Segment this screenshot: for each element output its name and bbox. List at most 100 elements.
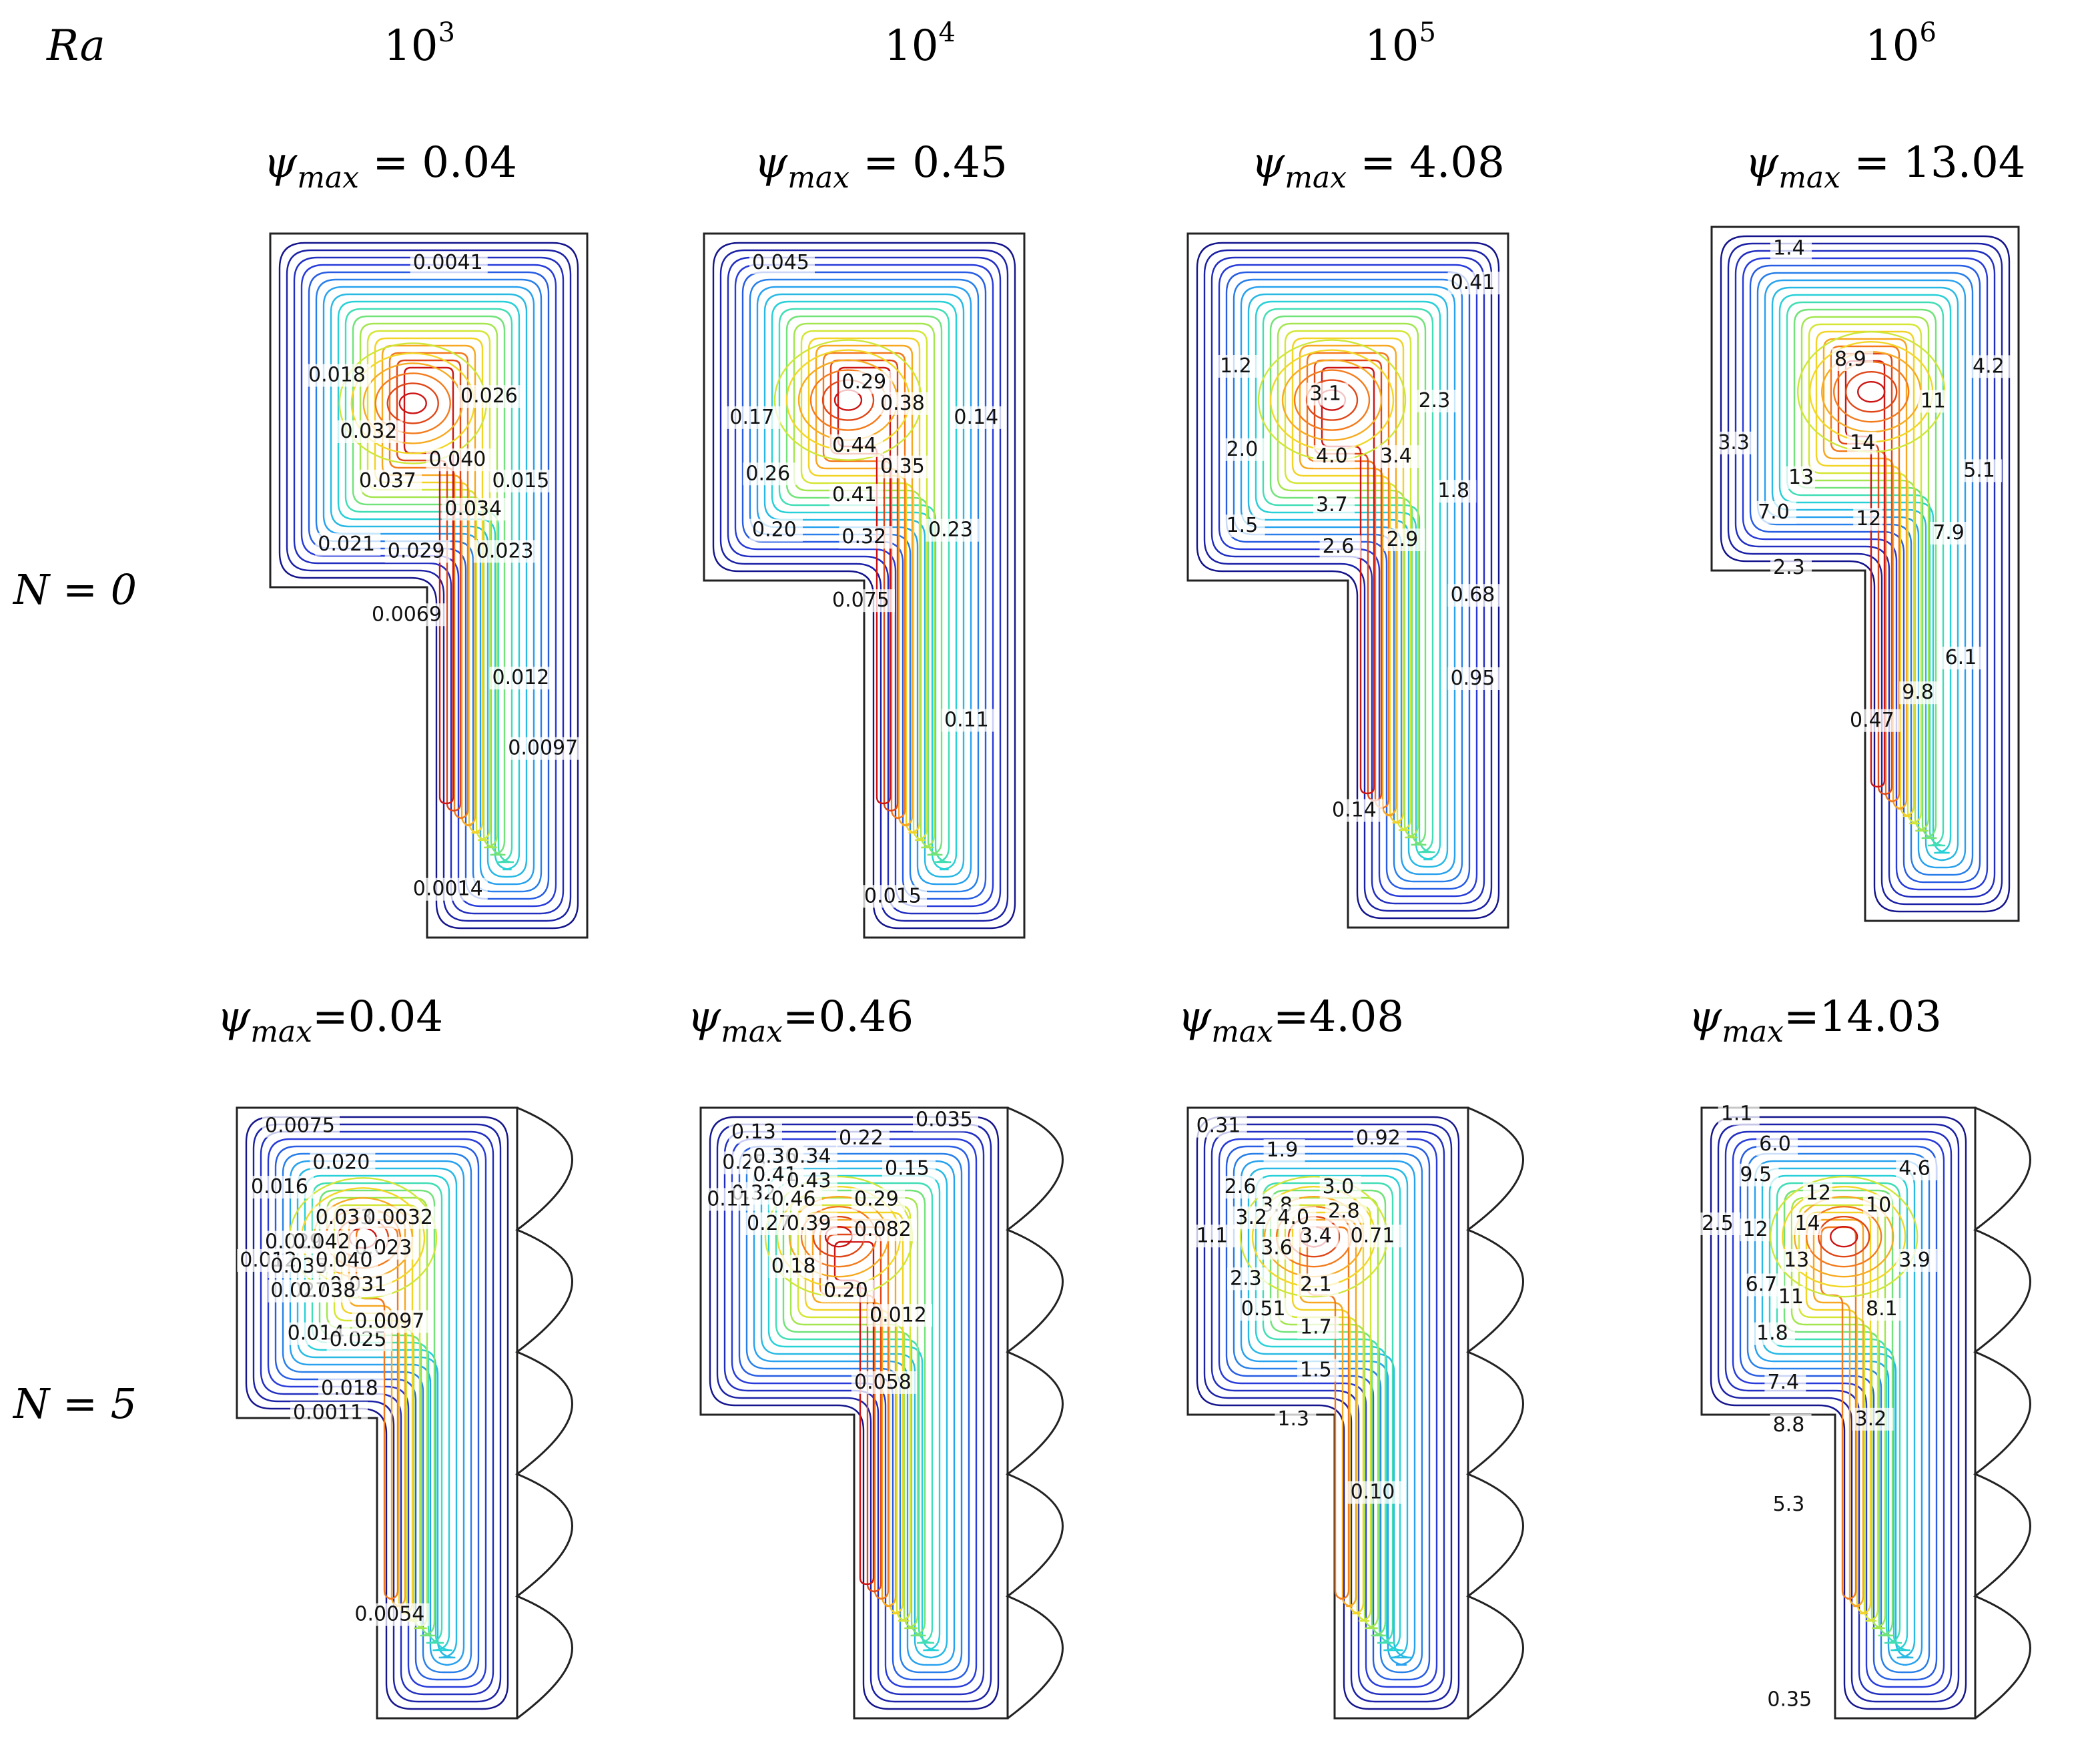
contour-label-bg: [310, 1151, 376, 1174]
streamline: [1210, 1130, 1445, 1696]
contour-label: 0.020: [312, 1151, 370, 1174]
vortex-core: [398, 392, 427, 414]
contour-label: 2.6: [1323, 535, 1355, 558]
contour-label-bg: [1737, 1163, 1779, 1186]
contour-label: 0.20: [752, 518, 797, 542]
contour-label-bg: [1899, 681, 1941, 705]
contour-label-bg: [1863, 1194, 1892, 1217]
contour-label-bg: [1238, 1298, 1292, 1321]
contour-label: 0.38: [880, 392, 925, 415]
streamline: [252, 1123, 502, 1703]
vortex-core: [1293, 369, 1371, 431]
contour-label-bg: [1435, 480, 1477, 503]
streamline: [1778, 294, 1952, 854]
contour-label-bg: [426, 448, 492, 472]
contour-label-bg: [1329, 799, 1383, 822]
contour-label-bg: [1770, 1413, 1812, 1437]
vortex-core: [1829, 1225, 1858, 1248]
streamline: [1734, 250, 1996, 898]
contour-label: 0.32: [841, 525, 886, 549]
contour-label-bg: [1263, 1139, 1305, 1162]
contour-label: 0.15: [885, 1157, 930, 1180]
contour-label-bg: [1770, 557, 1812, 579]
contour-label-bg: [1961, 459, 2003, 482]
cavity-outline: [1710, 226, 2020, 922]
panel-1-0: ψmax=0.040.00750.0200.0160.0330.00320.02…: [217, 992, 573, 1720]
streamline: [1269, 315, 1427, 846]
contour-label: 2.6: [1224, 1175, 1257, 1198]
contour-label-bg: [1847, 709, 1900, 732]
contour-label-bg: [851, 1218, 917, 1242]
contour-label-bg: [1319, 1176, 1361, 1199]
streamline: [1727, 242, 2003, 906]
streamline: [352, 315, 506, 856]
streamline: [775, 1182, 935, 1644]
contour-label-bg: [1792, 1212, 1822, 1235]
streamline: [709, 1116, 1000, 1710]
contour-label-bg: [878, 455, 931, 478]
vortex-core: [374, 372, 451, 434]
contour-label-bg: [1970, 355, 2011, 378]
contour-label: 3.9: [1898, 1249, 1931, 1272]
contour-label: 3.4: [1300, 1224, 1332, 1247]
streamline: [322, 286, 535, 886]
contour-label: 1.5: [1300, 1359, 1332, 1382]
wavy-wall: [1465, 1106, 1524, 1720]
streamline: [1820, 1226, 1857, 1600]
contour-label-bg: [1447, 584, 1501, 607]
contour-label: 2.3: [1230, 1267, 1262, 1290]
contour-label-bg: [861, 885, 927, 908]
contour-label-bg: [1313, 445, 1355, 468]
contour-label: 0.037: [359, 469, 416, 492]
contour-label: 1.2: [1220, 354, 1252, 378]
contour-label: 0.35: [880, 455, 925, 478]
contour-label-bg: [1307, 382, 1349, 406]
contour-label: 0.038: [298, 1279, 356, 1303]
streamline: [1233, 1152, 1423, 1674]
psi-max-label: ψmax=0.04: [217, 992, 443, 1049]
contour-label-bg: [1383, 529, 1425, 551]
contour-label: 0.0075: [265, 1114, 335, 1138]
contour-label-bg: [262, 1114, 340, 1138]
streamline: [738, 1145, 970, 1681]
contour-label-bg: [942, 709, 995, 732]
contour-label: 1.8: [1756, 1322, 1788, 1345]
ra-value-3: 103: [384, 17, 455, 71]
contour-label: 3.2: [1855, 1407, 1887, 1431]
contour-label-bg: [356, 469, 422, 492]
contour-label-bg: [442, 498, 508, 520]
contour-label-bg: [1942, 647, 1984, 670]
contour-label: 0.015: [864, 884, 922, 908]
contour-label-bg: [1754, 1322, 1795, 1345]
contour-label-bg: [306, 364, 371, 387]
streamline: [1822, 338, 1908, 810]
contour-label-bg: [1313, 494, 1355, 516]
contour-label-bg: [1223, 514, 1265, 538]
contour-label-bg: [1853, 508, 1883, 531]
contour-label: 1.4: [1773, 237, 1805, 260]
contour-label: 9.5: [1740, 1163, 1772, 1186]
contour-label: 12: [1743, 1218, 1768, 1241]
contour-label: 0.18: [771, 1255, 816, 1278]
streamline: [274, 1145, 480, 1681]
streamline: [716, 1123, 992, 1703]
contour-label: 2.3: [1773, 556, 1805, 579]
ra-header: Ra: [46, 21, 105, 71]
contour-label-bg: [1775, 1285, 1805, 1309]
streamline: [1724, 1130, 1953, 1696]
contour-label: 0.11: [707, 1187, 751, 1210]
contour-label-bg: [1770, 1493, 1812, 1516]
contour-label: 14: [1850, 431, 1875, 454]
contour-label: 0.14: [954, 406, 998, 429]
contour-label: 0.082: [854, 1218, 912, 1241]
contour-label-bg: [1852, 1407, 1894, 1431]
contour-label-bg: [1832, 348, 1873, 371]
vortex-core: [1817, 1215, 1870, 1258]
contour-label-bg: [1193, 1224, 1235, 1248]
contour-label: 4.0: [1316, 444, 1348, 468]
cavity-outline: [1186, 232, 1509, 929]
contour-label: 0.47: [1850, 709, 1894, 732]
contour-label: 4.2: [1973, 354, 2005, 378]
